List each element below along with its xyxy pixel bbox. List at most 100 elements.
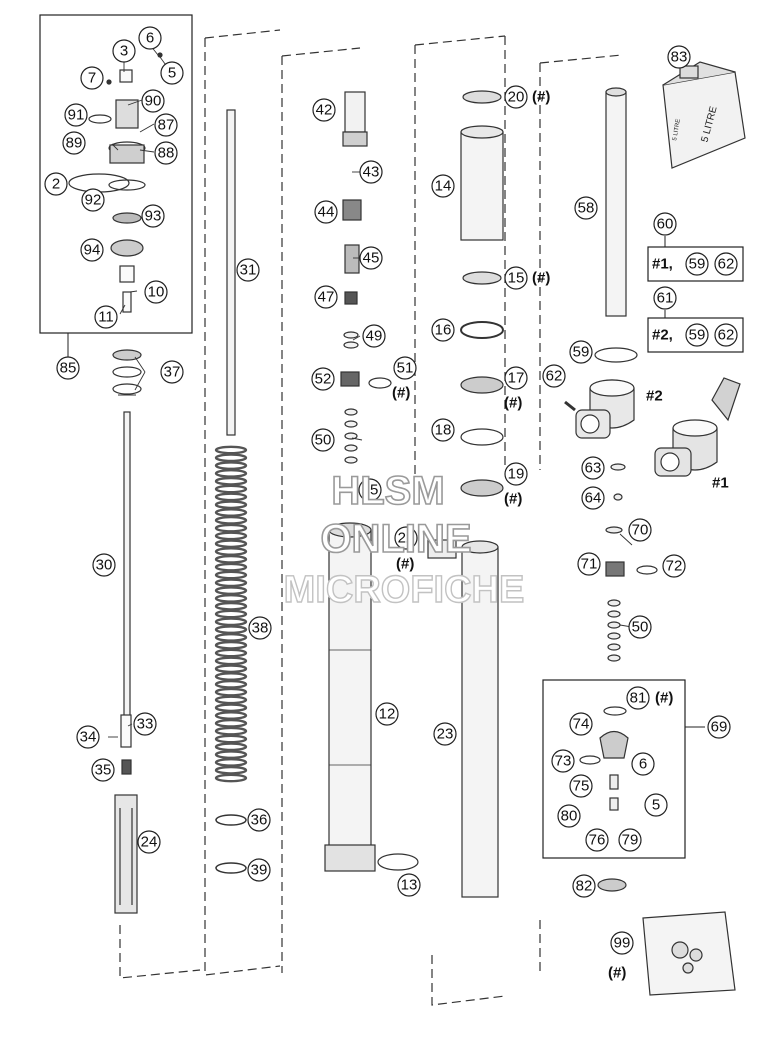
callout-circle <box>80 66 104 90</box>
callout-circle <box>569 340 593 364</box>
callout-circle <box>236 258 260 282</box>
callout-72: 72 <box>662 554 686 578</box>
callout-number: 80 <box>561 808 578 825</box>
callout-24: 24 <box>137 830 161 854</box>
oil-can-83: 5 LITRE 5 LITRE <box>662 61 746 169</box>
callout-number: 51 <box>397 360 414 377</box>
callout-number: 49 <box>366 328 383 345</box>
callout-circle <box>160 61 184 85</box>
callout-number: 23 <box>437 726 454 743</box>
callout-89: 89 <box>62 131 86 155</box>
callout-circle <box>397 873 421 897</box>
callout-circle <box>557 804 581 828</box>
callout-55: 55 <box>358 478 382 502</box>
callout-74: 74 <box>569 712 593 736</box>
spring-coil <box>214 734 248 744</box>
callout-circle <box>64 103 88 127</box>
callout-number: 85 <box>60 360 77 377</box>
callout-circle <box>504 266 528 290</box>
callout-circle <box>137 830 161 854</box>
callout-circle <box>375 702 399 726</box>
valve-assembly-69-box <box>542 679 686 859</box>
hash-note-22: (#) <box>396 556 414 573</box>
callout-number: 83 <box>671 49 688 66</box>
callout-20: 20 <box>504 85 528 109</box>
inner-tube-parts <box>427 90 504 898</box>
callout-number: 60 <box>657 216 674 233</box>
callout-circle <box>431 318 455 342</box>
callout-circle <box>577 552 601 576</box>
callout-number: 50 <box>632 619 649 636</box>
callout-circle <box>667 45 691 69</box>
callout-number: 17 <box>508 370 525 387</box>
callout-circle <box>92 553 116 577</box>
callout-circle <box>610 931 634 955</box>
hash-note-81: (#) <box>655 690 673 707</box>
callout-5: 5 <box>160 61 184 85</box>
callout-36: 36 <box>247 808 271 832</box>
callout-12: 12 <box>375 702 399 726</box>
callout-number: 30 <box>96 557 113 574</box>
callout-79: 79 <box>618 828 642 852</box>
spring-coil <box>214 508 248 517</box>
callout-number: 6 <box>146 30 154 47</box>
callout-circle <box>653 212 677 236</box>
callout-circle <box>80 238 104 262</box>
callout-circle <box>312 98 336 122</box>
callout-circle <box>314 285 338 309</box>
callout-number: 20 <box>508 89 525 106</box>
spring-coil <box>214 539 248 549</box>
callout-50: 50 <box>311 428 335 452</box>
spring-coil <box>214 601 248 611</box>
callout-circle <box>76 725 100 749</box>
spring-coil <box>214 578 248 588</box>
callout-circle <box>653 286 677 310</box>
callout-circle <box>94 305 118 329</box>
callout-circle <box>133 712 157 736</box>
callout-49: 49 <box>362 324 386 348</box>
callout-31: 31 <box>236 258 260 282</box>
callout-number: 89 <box>66 135 83 152</box>
callout-number: 34 <box>80 729 97 746</box>
callout-6b: 6 <box>631 752 655 776</box>
callout-number: 45 <box>363 250 380 267</box>
callout-number: 87 <box>158 117 175 134</box>
callout-17: 17 <box>504 366 528 390</box>
adjuster-stack <box>340 91 392 464</box>
callout-circle <box>431 174 455 198</box>
callout-number: 39 <box>251 862 268 879</box>
callout-circle <box>542 364 566 388</box>
watermark-line-2: ONLINE <box>320 517 471 561</box>
cartridge-assembly-85-box <box>39 14 193 334</box>
spring-coil <box>214 445 248 455</box>
spring-coil <box>214 679 248 689</box>
callout-circle <box>160 360 184 384</box>
callout-39: 39 <box>247 858 271 882</box>
callout-number: 37 <box>164 364 181 381</box>
callout-number: 15 <box>508 270 525 287</box>
callout-circle <box>628 615 652 639</box>
callout-number: 38 <box>252 620 269 637</box>
spring-coil <box>214 547 248 556</box>
hash-note-15: (#) <box>532 270 550 287</box>
spring-coil <box>214 531 248 541</box>
lower-valve-parts <box>579 463 658 892</box>
callout-number: 6 <box>639 756 647 773</box>
callout-43: 43 <box>359 160 383 184</box>
callout-76: 76 <box>585 828 609 852</box>
callout-number: 82 <box>576 878 593 895</box>
callout-58: 58 <box>574 196 598 220</box>
callout-circle <box>628 518 652 542</box>
callout-circle <box>551 749 575 773</box>
kit-box-1-b: 62 <box>718 256 735 273</box>
callout-13: 13 <box>397 873 421 897</box>
callout-number: 62 <box>546 368 563 385</box>
callout-93: 93 <box>141 204 165 228</box>
spring-coil <box>214 656 248 666</box>
callout-number: 44 <box>318 204 335 221</box>
callout-14: 14 <box>431 174 455 198</box>
callout-circle <box>644 793 668 817</box>
callout-circle <box>631 752 655 776</box>
callout-circle <box>314 200 338 224</box>
spring-coil <box>214 633 248 642</box>
